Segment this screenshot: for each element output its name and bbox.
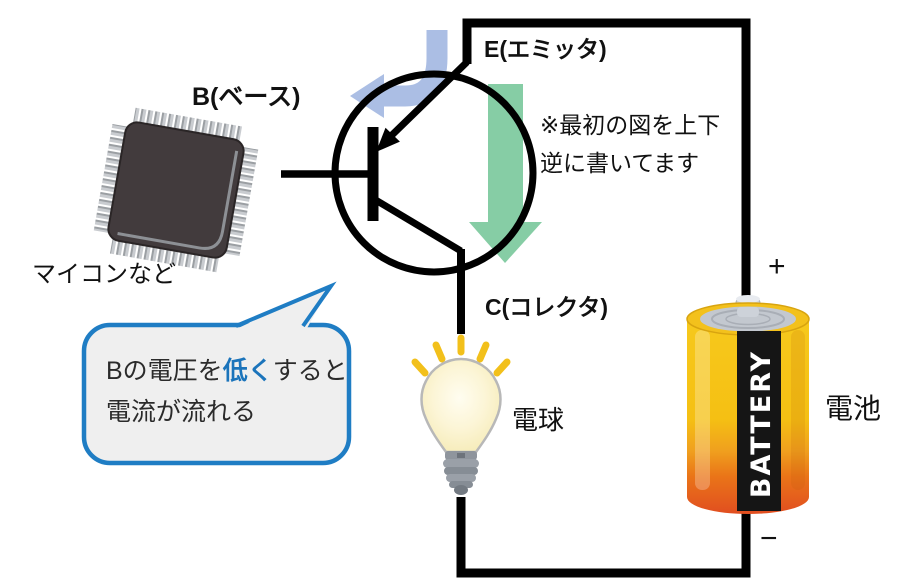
callout-text: Bの電圧を低くすると 電流が流れる [106, 351, 348, 433]
battery-illustration: BATTERY [686, 295, 810, 514]
emitter-arrowhead [376, 127, 400, 152]
callout-line1-highlight: 低く [222, 357, 273, 385]
note-text: ※最初の図を上下 逆に書いてます [540, 106, 720, 182]
callout-line1-post: すると [272, 357, 348, 385]
base-label: B(ベース) [192, 83, 301, 111]
battery-brand-text: BATTERY [746, 350, 777, 498]
battery-caption: 電池 [825, 393, 882, 424]
speech-bubble [81, 281, 352, 466]
blue-current-arrow [350, 30, 448, 118]
bulb-glass [420, 357, 502, 454]
circuit-wires [281, 18, 751, 578]
bulb-caption: 電球 [512, 405, 565, 435]
note-line-2: 逆に書いてます [540, 150, 700, 176]
callout-line-2: 電流が流れる [106, 398, 257, 426]
emitter-label: E(エミッタ) [484, 36, 607, 62]
plus-terminal-label: + [768, 250, 786, 283]
note-line-1: ※最初の図を上下 [540, 112, 721, 138]
micro-caption: マイコンなど [32, 261, 176, 288]
light-bulb-illustration [411, 334, 511, 495]
collector-label: C(コレクタ) [485, 294, 609, 320]
microcontroller-illustration [93, 107, 259, 273]
bulb-base [443, 451, 479, 495]
callout-line1-pre: Bの電圧を [106, 357, 223, 385]
minus-terminal-label: − [760, 522, 778, 555]
callout-line-1: Bの電圧を低くすると [106, 351, 348, 392]
green-current-arrow [469, 84, 542, 263]
bulb-rays [411, 334, 511, 377]
